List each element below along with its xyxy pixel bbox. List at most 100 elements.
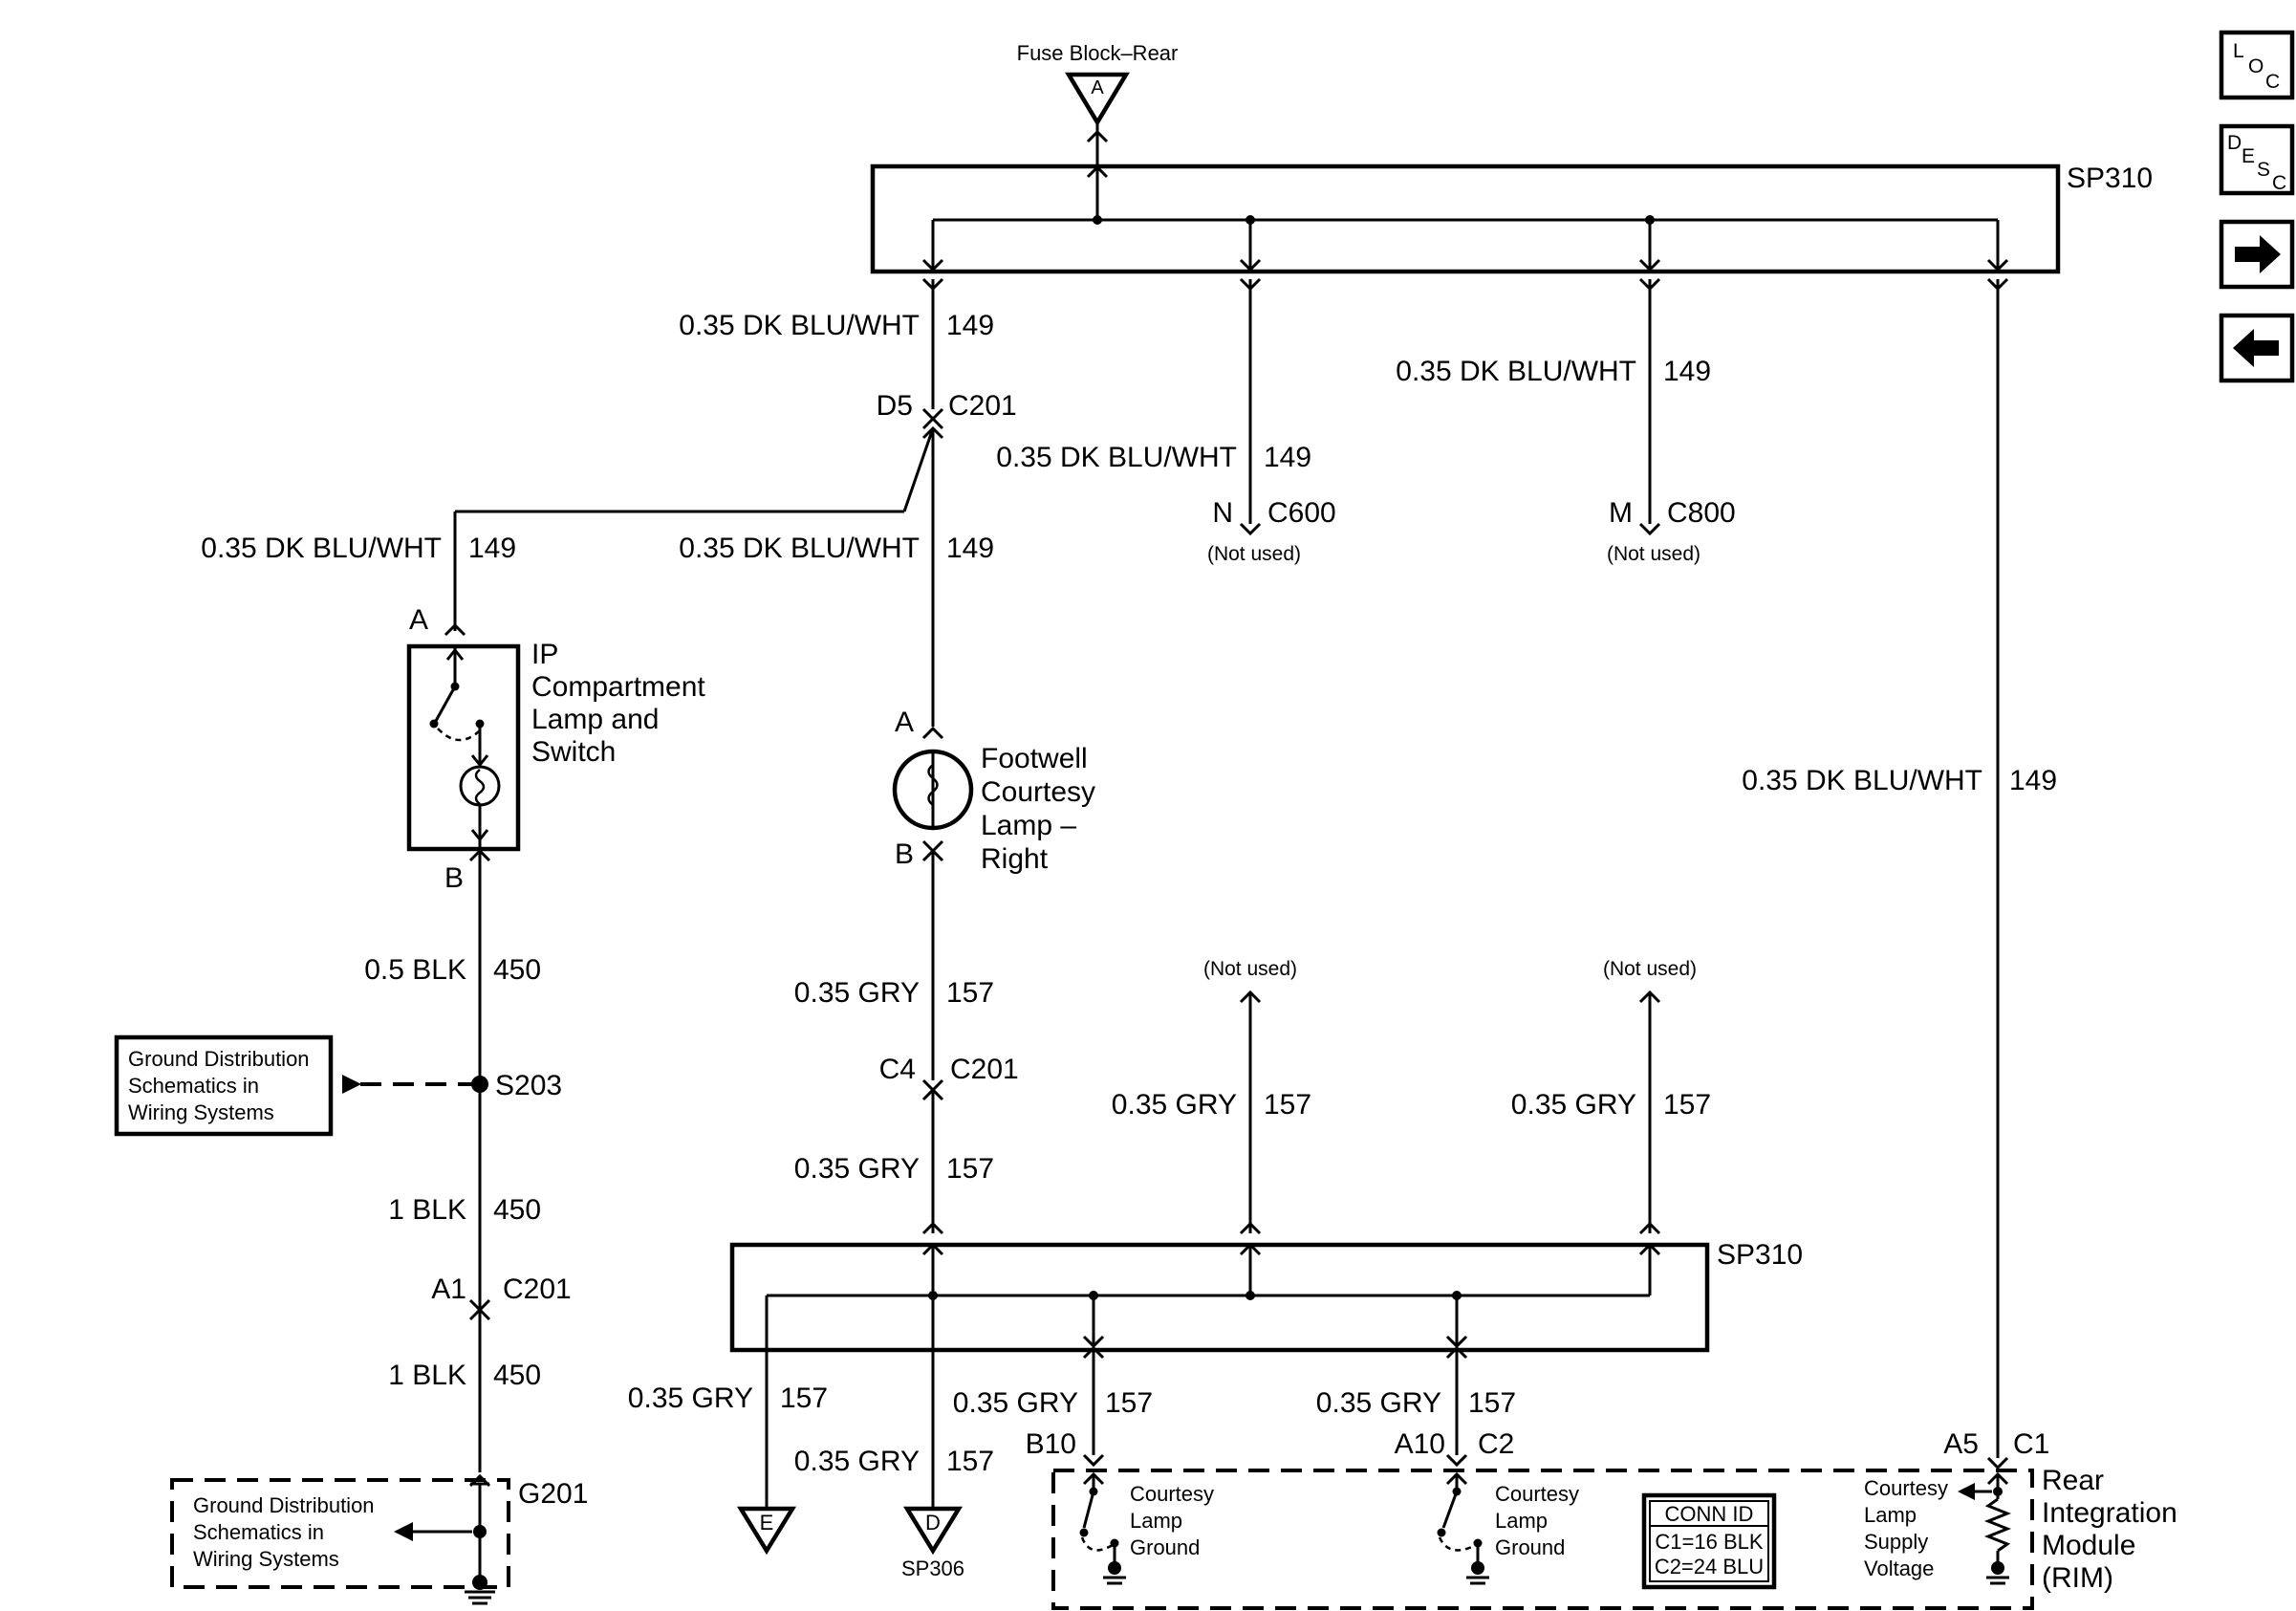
- ground-g201-label: G201: [518, 1478, 588, 1510]
- offpage-d-triangle: [902, 1506, 964, 1556]
- rim-gnd1-line: Ground: [1130, 1535, 1200, 1559]
- wire-label: 0.35 GRY: [794, 1446, 920, 1477]
- wire-label: 0.35 DK BLU/WHT: [1396, 356, 1636, 387]
- ip-lamp-label-line: Compartment: [531, 671, 705, 703]
- footwell-courtesy-lamp-right: A B Footwell Courtesy Lamp – Right 0.35 …: [794, 707, 1095, 1235]
- wire-label: 0.35 DK BLU/WHT: [1742, 765, 1982, 796]
- fuse-terminal-letter: A: [1091, 77, 1104, 98]
- wire-label: 0.35 DK BLU/WHT: [679, 533, 920, 564]
- circuit-label: 149: [468, 533, 516, 564]
- circuit-label: 149: [946, 533, 994, 564]
- desc-letter: D: [2227, 132, 2242, 154]
- connector-pin: A1: [431, 1274, 466, 1305]
- connector-pin: A5: [1943, 1428, 1979, 1460]
- rim-supply-line: Lamp: [1864, 1503, 1917, 1527]
- not-used-label: (Not used): [1607, 543, 1700, 565]
- desc-letter: S: [2257, 159, 2270, 181]
- circuit-label: 450: [493, 1194, 541, 1226]
- rim-label-line: (RIM): [2042, 1562, 2113, 1594]
- fuse-block-rear: Fuse Block–Rear A: [1017, 41, 1179, 220]
- connector-name: C800: [1667, 497, 1736, 529]
- rim-gnd2-line: Courtesy: [1495, 1482, 1579, 1506]
- footwell-label-line: Courtesy: [981, 776, 1095, 808]
- connector-name: C201: [948, 390, 1017, 422]
- connector-pin: A10: [1395, 1428, 1445, 1460]
- not-used-label: (Not used): [1603, 958, 1697, 980]
- splice-bottom-label: SP310: [1717, 1239, 1803, 1271]
- rim-box: [1051, 1469, 2034, 1610]
- wire-label: 1 BLK: [388, 1360, 466, 1391]
- connector-name: C600: [1267, 497, 1336, 529]
- not-used-label: (Not used): [1203, 958, 1297, 980]
- circuit-label: 450: [493, 1360, 541, 1391]
- not-used-157-branches: (Not used) 0.35 GRY 157 (Not used) 0.35 …: [1112, 958, 1711, 1235]
- nav-desc-button[interactable]: D E S C: [2219, 123, 2295, 196]
- wire-149-rim-supply: 0.35 DK BLU/WHT 149 A5 C1: [1742, 277, 2057, 1470]
- circuit-label: 149: [946, 310, 994, 341]
- bulb-icon: [459, 765, 501, 807]
- wire-label: 1 BLK: [388, 1194, 466, 1226]
- circuit-label: 149: [2009, 765, 2057, 796]
- desc-letter: E: [2242, 145, 2255, 167]
- pin-label: B: [444, 862, 464, 894]
- fuse-block-title: Fuse Block–Rear: [1017, 41, 1179, 65]
- fuse-terminal-triangle: [1065, 72, 1130, 127]
- offpage-e-letter: E: [760, 1511, 774, 1535]
- resistor-icon: [1983, 1497, 2012, 1553]
- wire-label: 0.35 GRY: [1316, 1387, 1441, 1419]
- ip-compartment-lamp-switch: A IP Compartment Lamp and Switch B: [406, 604, 705, 1472]
- wire-label: 0.35 GRY: [1511, 1089, 1636, 1121]
- rim-label-line: Module: [2042, 1530, 2135, 1561]
- pin-label: B: [895, 838, 914, 870]
- pin-label: A: [895, 707, 914, 738]
- wire-label: 0.35 GRY: [1112, 1089, 1237, 1121]
- conn-id-title: CONN ID: [1665, 1502, 1754, 1526]
- footwell-label-line: Footwell: [981, 743, 1088, 774]
- splice-s203-label: S203: [495, 1070, 562, 1101]
- connector-name: C1: [2013, 1428, 2049, 1460]
- loc-letter: C: [2265, 71, 2280, 93]
- ground-ref-line: Wiring Systems: [128, 1100, 274, 1124]
- wire-label: 0.35 DK BLU/WHT: [996, 442, 1237, 473]
- conn-id-row: C1=16 BLK: [1655, 1530, 1763, 1554]
- wire-label: 0.5 BLK: [364, 954, 466, 986]
- connector-name: C201: [503, 1274, 572, 1305]
- circuit-label: 157: [946, 1153, 994, 1185]
- offpage-e-triangle: [736, 1506, 797, 1556]
- c600-branch: 0.35 DK BLU/WHT 149 N C600 (Not used): [996, 277, 1336, 565]
- rim-label-line: Rear: [2042, 1465, 2104, 1496]
- connector-pin: N: [1212, 497, 1233, 529]
- nav-next-button[interactable]: [2219, 219, 2295, 290]
- wire-label: 0.35 GRY: [794, 977, 920, 1009]
- splice-top-box: [870, 163, 2061, 274]
- ground-ref-line: Ground Distribution: [193, 1493, 375, 1517]
- offpage-connectors: 0.35 GRY 157 0.35 GRY 157 E D SP306: [628, 1382, 994, 1580]
- wire-label: 0.35 DK BLU/WHT: [679, 310, 920, 341]
- rear-integration-module: Courtesy Lamp Ground Courtesy Lamp Groun…: [1051, 1465, 2177, 1610]
- connector-name: C201: [950, 1054, 1019, 1085]
- offpage-d-label: SP306: [901, 1557, 964, 1580]
- conn-id-row: C2=24 BLU: [1655, 1555, 1764, 1578]
- wire-label: 0.35 DK BLU/WHT: [201, 533, 442, 564]
- ground-ref-box-2: [170, 1478, 510, 1589]
- arrow-left-icon: [2233, 329, 2279, 367]
- nav-prev-button[interactable]: [2219, 313, 2295, 383]
- arrow-right-icon: [2235, 235, 2281, 273]
- circuit-label: 157: [780, 1382, 828, 1414]
- footwell-label-line: Lamp –: [981, 810, 1076, 841]
- circuit-label: 157: [1663, 1089, 1711, 1121]
- loc-letter: O: [2248, 55, 2264, 77]
- offpage-d-letter: D: [925, 1511, 941, 1535]
- splice-pack-top: SP310: [870, 163, 2153, 274]
- circuit-label: 157: [946, 977, 994, 1009]
- rim-label-line: Integration: [2042, 1497, 2177, 1529]
- wire-450-ground-path: 0.5 BLK 450 S203 Ground Distribution Sch…: [114, 954, 588, 1605]
- connector-pin: C4: [879, 1054, 916, 1085]
- nav-loc-button[interactable]: L O C: [2219, 30, 2295, 100]
- rim-supply-line: Courtesy: [1864, 1476, 1948, 1500]
- connector-name: C2: [1478, 1428, 1514, 1460]
- wire-label: 0.35 GRY: [628, 1382, 753, 1414]
- circuit-label: 157: [1105, 1387, 1153, 1419]
- circuit-label: 157: [946, 1446, 994, 1477]
